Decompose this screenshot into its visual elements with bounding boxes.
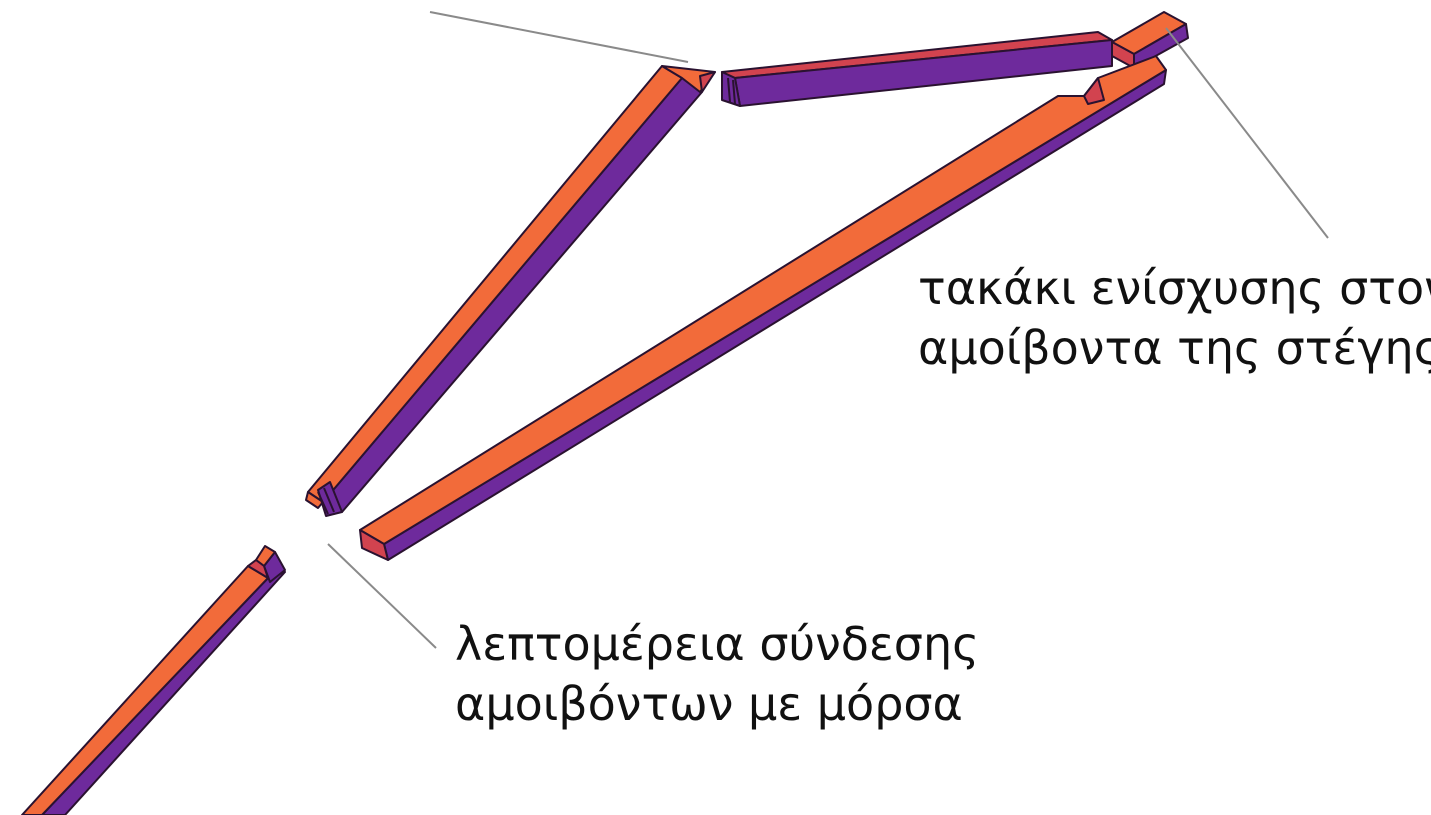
callout-mortise-joint: λεπτομέρεια σύνδεσης αμοιβόντων με μόρσα bbox=[455, 614, 979, 734]
callout-reinforcement-line1: τακάκι ενίσχυσης στον bbox=[918, 261, 1431, 315]
left-diagonal-rafter bbox=[305, 65, 716, 517]
lower-post-beam bbox=[21, 545, 286, 815]
leader-line-top bbox=[429, 11, 689, 63]
leader-line-joint bbox=[327, 543, 437, 649]
leader-line-reinforcement bbox=[1165, 27, 1329, 239]
callout-joint-line2: αμοιβόντων με μόρσα bbox=[455, 677, 963, 731]
callout-joint-line1: λεπτομέρεια σύνδεσης bbox=[455, 617, 980, 671]
callout-reinforcement-block: τακάκι ενίσχυσης στον αμοίβοντα της στέγ… bbox=[918, 258, 1431, 378]
long-diagonal-rafter bbox=[359, 55, 1167, 561]
top-tie-beam bbox=[721, 31, 1113, 107]
reinforcement-block bbox=[1111, 11, 1189, 69]
callout-reinforcement-line2: αμοίβοντα της στέγης bbox=[918, 321, 1431, 375]
